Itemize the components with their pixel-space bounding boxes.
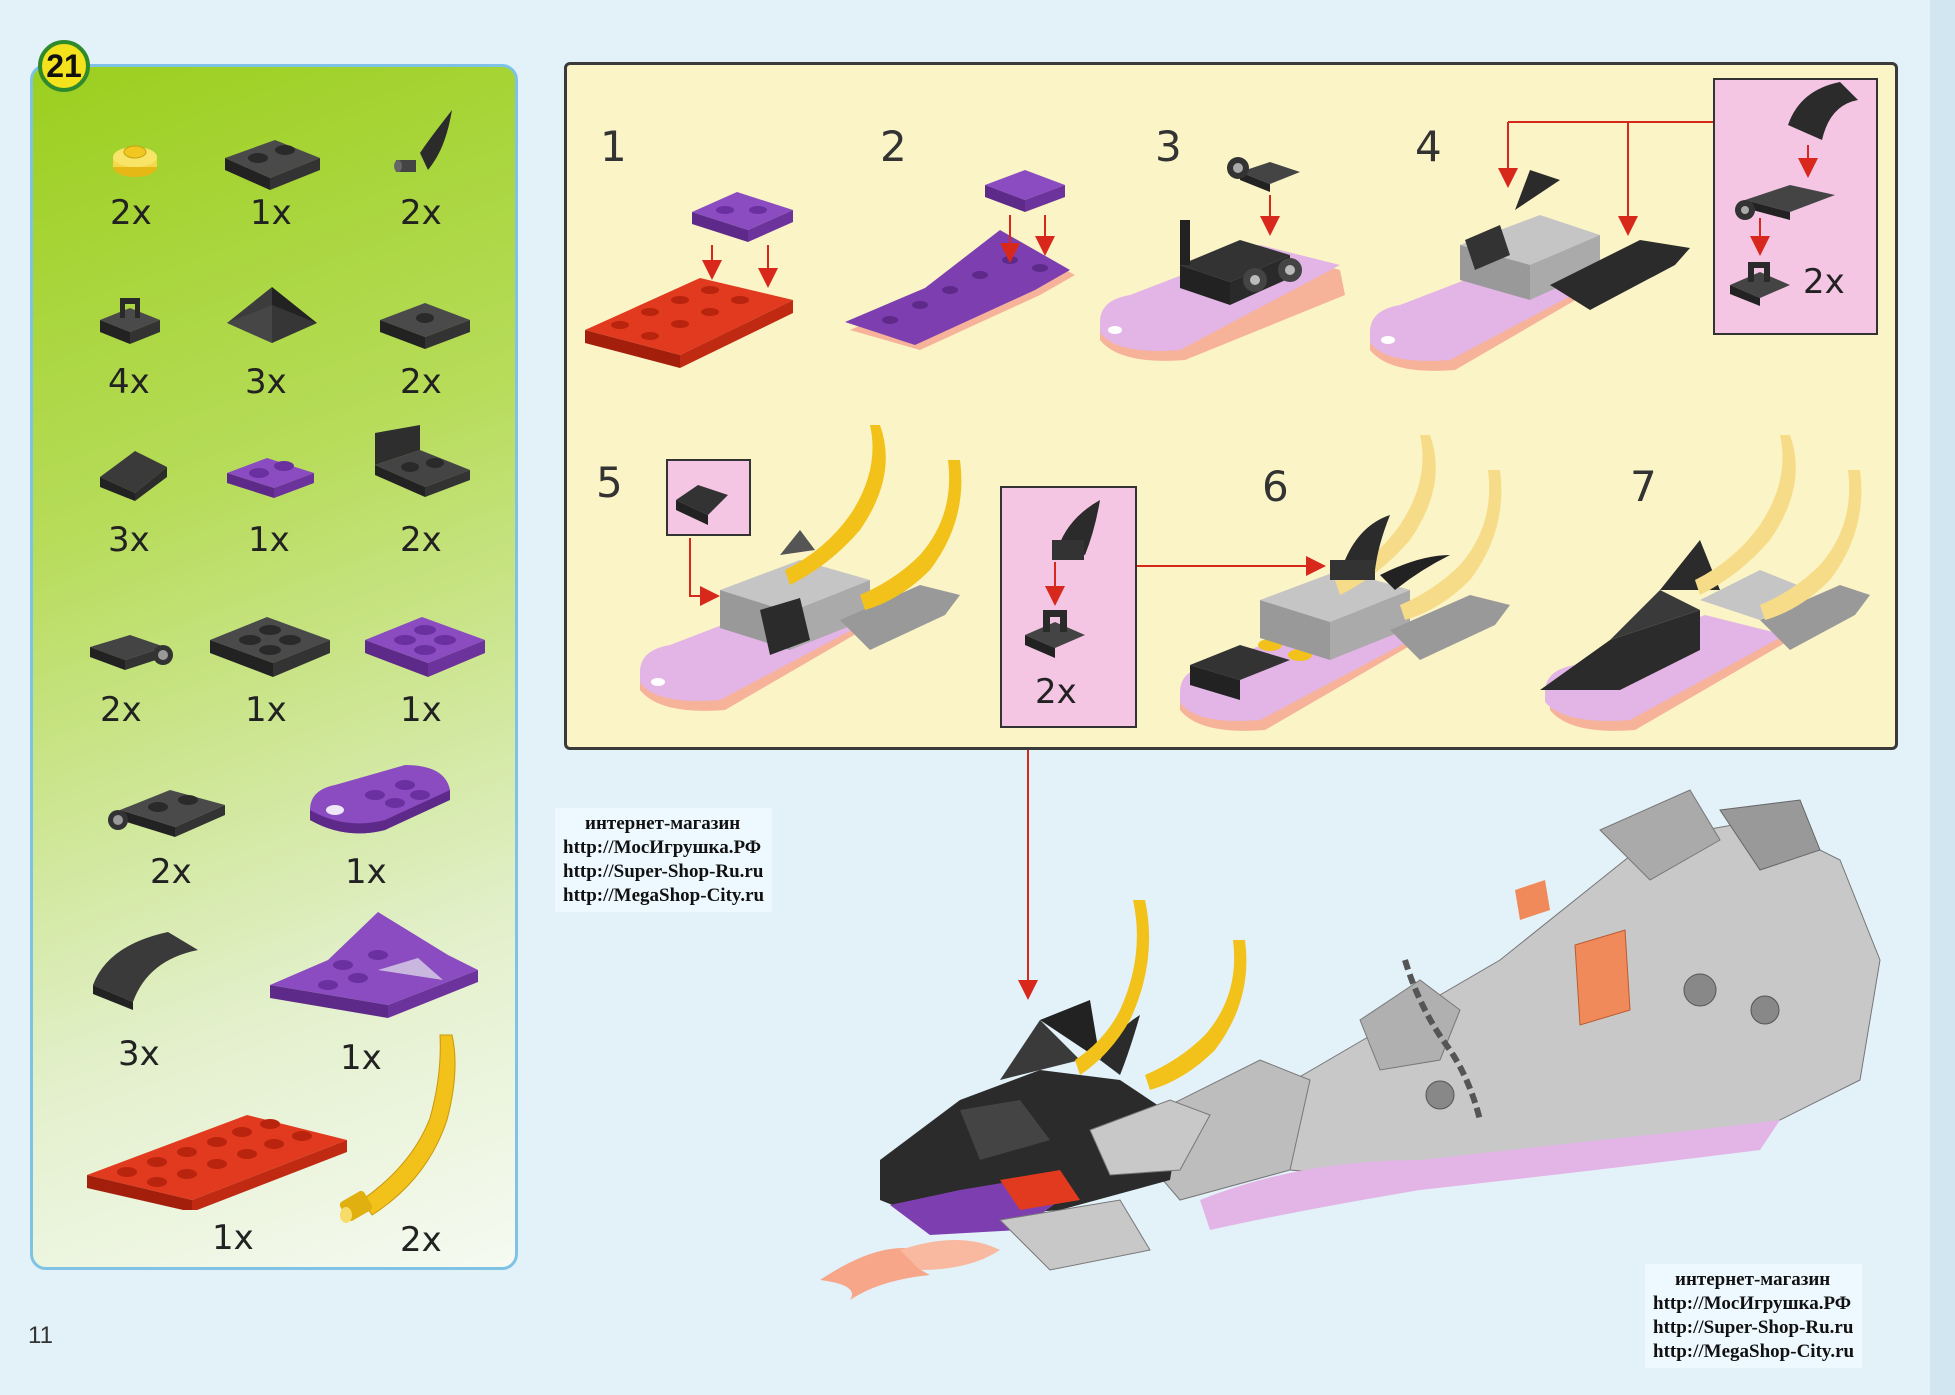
part-black-plate-2x2	[205, 605, 355, 755]
part-qty: 1x	[212, 1218, 254, 1258]
part-purple-plate-2x2	[360, 605, 510, 755]
step-6-illustration	[1025, 435, 1510, 731]
part-qty: 2x	[400, 1220, 442, 1260]
part-qty: 2x	[400, 362, 442, 402]
part-black-slope-1x2	[95, 445, 245, 595]
part-yellow-round-plate	[95, 135, 245, 285]
step-label-2: 2	[880, 122, 907, 171]
part-qty: 3x	[118, 1034, 160, 1074]
callout-qty: 2x	[1035, 672, 1077, 712]
part-black-jumper-plate	[375, 295, 525, 445]
shop-note-line: интернет-магазин	[585, 813, 741, 834]
part-black-plate-with-clip	[85, 625, 235, 775]
part-black-plate-1x2	[220, 128, 370, 278]
callout-step-6	[1000, 486, 1137, 728]
part-black-plate-1x2-clips	[100, 775, 250, 925]
shop-note-link[interactable]: http://МосИгрушка.РФ	[1653, 1293, 1852, 1314]
page-number: 11	[28, 1322, 53, 1349]
part-black-pyramid-slope	[222, 285, 372, 435]
part-qty: 1x	[250, 193, 292, 233]
part-purple-plate-1x2	[222, 448, 372, 598]
part-qty: 4x	[108, 362, 150, 402]
part-qty: 1x	[248, 520, 290, 560]
step-number-badge: 21	[38, 40, 90, 92]
step-label-3: 3	[1155, 122, 1182, 171]
step-2-illustration	[845, 170, 1075, 350]
step-7-illustration	[1540, 435, 1870, 731]
part-qty: 2x	[400, 520, 442, 560]
step-label-1: 1	[600, 122, 627, 171]
part-qty: 3x	[245, 362, 287, 402]
part-qty: 1x	[245, 690, 287, 730]
shop-note-bottom: интернет-магазин http://МосИгрушка.РФ ht…	[1645, 1264, 1863, 1368]
step-label-6: 6	[1262, 462, 1289, 511]
shop-note-line: интернет-магазин	[1675, 1269, 1831, 1290]
part-purple-round-plate	[305, 755, 455, 905]
shop-note-link[interactable]: http://MegaShop-City.ru	[563, 885, 765, 906]
part-black-curved-slope	[88, 930, 238, 1080]
shop-note-link[interactable]: http://МосИгрушка.РФ	[563, 837, 762, 858]
part-qty: 1x	[345, 852, 387, 892]
part-qty: 2x	[400, 193, 442, 233]
part-black-clip-plate	[95, 290, 245, 440]
part-qty: 3x	[108, 520, 150, 560]
step-label-4: 4	[1415, 122, 1442, 171]
shop-note-link[interactable]: http://Super-Shop-Ru.ru	[563, 861, 764, 882]
step-1-illustration	[585, 192, 793, 368]
part-black-claw	[390, 108, 540, 258]
part-black-bracket	[370, 425, 520, 575]
final-dragon-model	[820, 789, 1881, 1300]
part-qty: 2x	[110, 193, 152, 233]
part-qty: 2x	[150, 852, 192, 892]
part-qty: 2x	[100, 690, 142, 730]
part-qty: 1x	[340, 1038, 382, 1078]
step-3-illustration	[1100, 157, 1345, 361]
shop-note-link[interactable]: http://Super-Shop-Ru.ru	[1653, 1317, 1854, 1338]
part-red-plate-2x6	[82, 1100, 347, 1250]
step-4-illustration	[1370, 82, 1858, 371]
callout-qty: 2x	[1803, 262, 1845, 302]
page-edge	[1930, 0, 1955, 1395]
part-purple-wedge-plate	[268, 910, 478, 1060]
part-qty: 1x	[400, 690, 442, 730]
part-yellow-horn	[332, 1030, 482, 1223]
step-label-5: 5	[596, 458, 623, 507]
shop-note-link[interactable]: http://MegaShop-City.ru	[1653, 1341, 1855, 1362]
step-label-7: 7	[1630, 462, 1657, 511]
shop-note-middle: интернет-магазин http://МосИгрушка.РФ ht…	[555, 808, 773, 912]
step-5-illustration	[640, 425, 962, 711]
